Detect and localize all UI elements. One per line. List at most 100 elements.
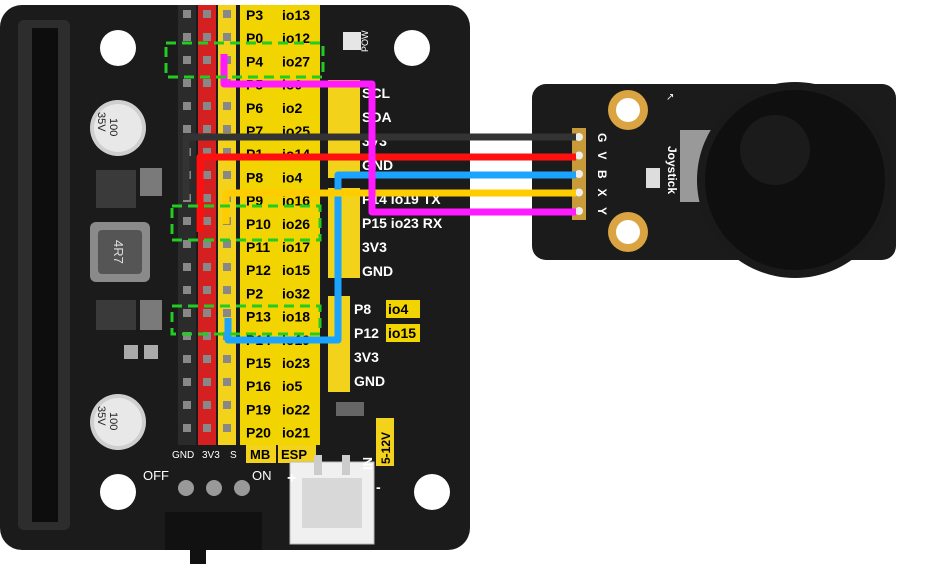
gnd-label: GND bbox=[172, 450, 194, 461]
inductor: 4R7 bbox=[90, 222, 150, 282]
mb-pin-label: P8 bbox=[246, 169, 263, 185]
header-pin bbox=[183, 33, 191, 41]
mount-hole bbox=[100, 30, 136, 66]
header-pin bbox=[223, 171, 231, 179]
cap-label-2: 35V bbox=[95, 112, 107, 132]
header-pin bbox=[183, 263, 191, 271]
header-pin bbox=[203, 332, 211, 340]
header-pin bbox=[183, 332, 191, 340]
header-pin bbox=[203, 401, 211, 409]
off-label: OFF bbox=[143, 468, 169, 483]
header-pin bbox=[203, 171, 211, 179]
right-mb-label: P8 bbox=[354, 301, 371, 317]
mb-pin-label: P2 bbox=[246, 285, 263, 301]
header-pin bbox=[203, 286, 211, 294]
mb-pin-label: P3 bbox=[246, 7, 263, 23]
mount-hole bbox=[414, 474, 450, 510]
power-led bbox=[343, 32, 361, 50]
diode bbox=[336, 402, 364, 416]
esp-tag bbox=[278, 445, 316, 463]
right-pin-label: SDA bbox=[362, 109, 392, 125]
mb-pin-label: P19 bbox=[246, 401, 271, 417]
mb-pin-label: P11 bbox=[246, 239, 270, 255]
header-pin bbox=[183, 217, 191, 225]
smd-part bbox=[144, 345, 158, 359]
esp-pin-label: io18 bbox=[282, 309, 310, 325]
right-pin-label-row: P8 io4 bbox=[354, 300, 420, 318]
pow-label: POW bbox=[360, 30, 370, 52]
module-pin-label: X bbox=[595, 189, 609, 197]
mb-label: MB bbox=[250, 447, 270, 462]
pin-label-row: P3 io13 bbox=[246, 7, 310, 23]
header-pin bbox=[203, 194, 211, 202]
capacitor: 100 35V bbox=[90, 100, 146, 156]
pin-label-row: P2 io32 bbox=[246, 285, 310, 301]
header-pin bbox=[183, 102, 191, 110]
in-label: IN bbox=[360, 457, 375, 470]
module-led bbox=[646, 168, 660, 188]
mb-pin-label: P4 bbox=[246, 53, 263, 69]
esp-pin-label: io22 bbox=[282, 401, 310, 417]
module-pin bbox=[575, 207, 583, 215]
mount-hole bbox=[100, 474, 136, 510]
right-mb-label: GND bbox=[354, 373, 385, 389]
header-pin bbox=[183, 355, 191, 363]
cap-label-1: 100 bbox=[107, 412, 119, 430]
header-pin bbox=[183, 401, 191, 409]
mb-pin-label: P15 bbox=[246, 355, 271, 371]
esp-pin-label: io17 bbox=[282, 239, 310, 255]
pin-label-row: P16 io5 bbox=[246, 378, 302, 394]
header-pin bbox=[183, 56, 191, 64]
header-pin bbox=[203, 309, 211, 317]
header-pin bbox=[203, 378, 211, 386]
module-title: Joystick bbox=[665, 146, 679, 194]
esp-pin-label: io5 bbox=[282, 378, 302, 394]
highlight-p10 bbox=[170, 204, 322, 242]
wire-x bbox=[222, 189, 576, 224]
cap-label-2: 35V bbox=[95, 406, 107, 426]
capacitor: 100 35V bbox=[90, 394, 146, 450]
inductor-label: 4R7 bbox=[111, 240, 126, 264]
highlight-p13 bbox=[170, 304, 322, 336]
module-pin bbox=[575, 188, 583, 197]
header-pin bbox=[203, 424, 211, 432]
module-pin-label: G bbox=[595, 133, 609, 142]
pin-label-row: P4 io27 bbox=[246, 53, 310, 69]
mb-pin-label: P16 bbox=[246, 378, 271, 394]
smd-chip bbox=[96, 300, 136, 330]
header-pin bbox=[223, 355, 231, 363]
pin-label-row: P19 io22 bbox=[246, 401, 310, 417]
esp-pin-label: io13 bbox=[282, 7, 310, 23]
extra-header bbox=[328, 296, 350, 392]
pin-label-row: P11 io17 bbox=[246, 239, 310, 255]
esp-pin-label: io27 bbox=[282, 53, 310, 69]
header-pin bbox=[183, 10, 191, 18]
wire-vcc bbox=[196, 153, 576, 232]
esp-pin-label: io32 bbox=[282, 285, 310, 301]
power-switch[interactable] bbox=[165, 480, 262, 564]
header-pin bbox=[223, 286, 231, 294]
header-pin bbox=[223, 240, 231, 248]
3v3-label: 3V3 bbox=[202, 450, 220, 461]
highlight-boxes bbox=[164, 41, 325, 336]
right-mb-label: P12 bbox=[354, 325, 379, 341]
right-pin-label-row: 3V3 bbox=[354, 349, 379, 365]
header-pin bbox=[223, 378, 231, 386]
module-pin bbox=[575, 170, 583, 178]
gnd-header-column bbox=[178, 5, 196, 445]
right-pin-label-row: GND bbox=[354, 373, 385, 389]
right-pin-label: GND bbox=[362, 263, 393, 279]
header-pin bbox=[203, 148, 211, 156]
right-esp-label: io4 bbox=[388, 301, 408, 317]
wire-gnd bbox=[182, 133, 576, 200]
right-pin-label: P15 io23 RX bbox=[362, 215, 443, 231]
